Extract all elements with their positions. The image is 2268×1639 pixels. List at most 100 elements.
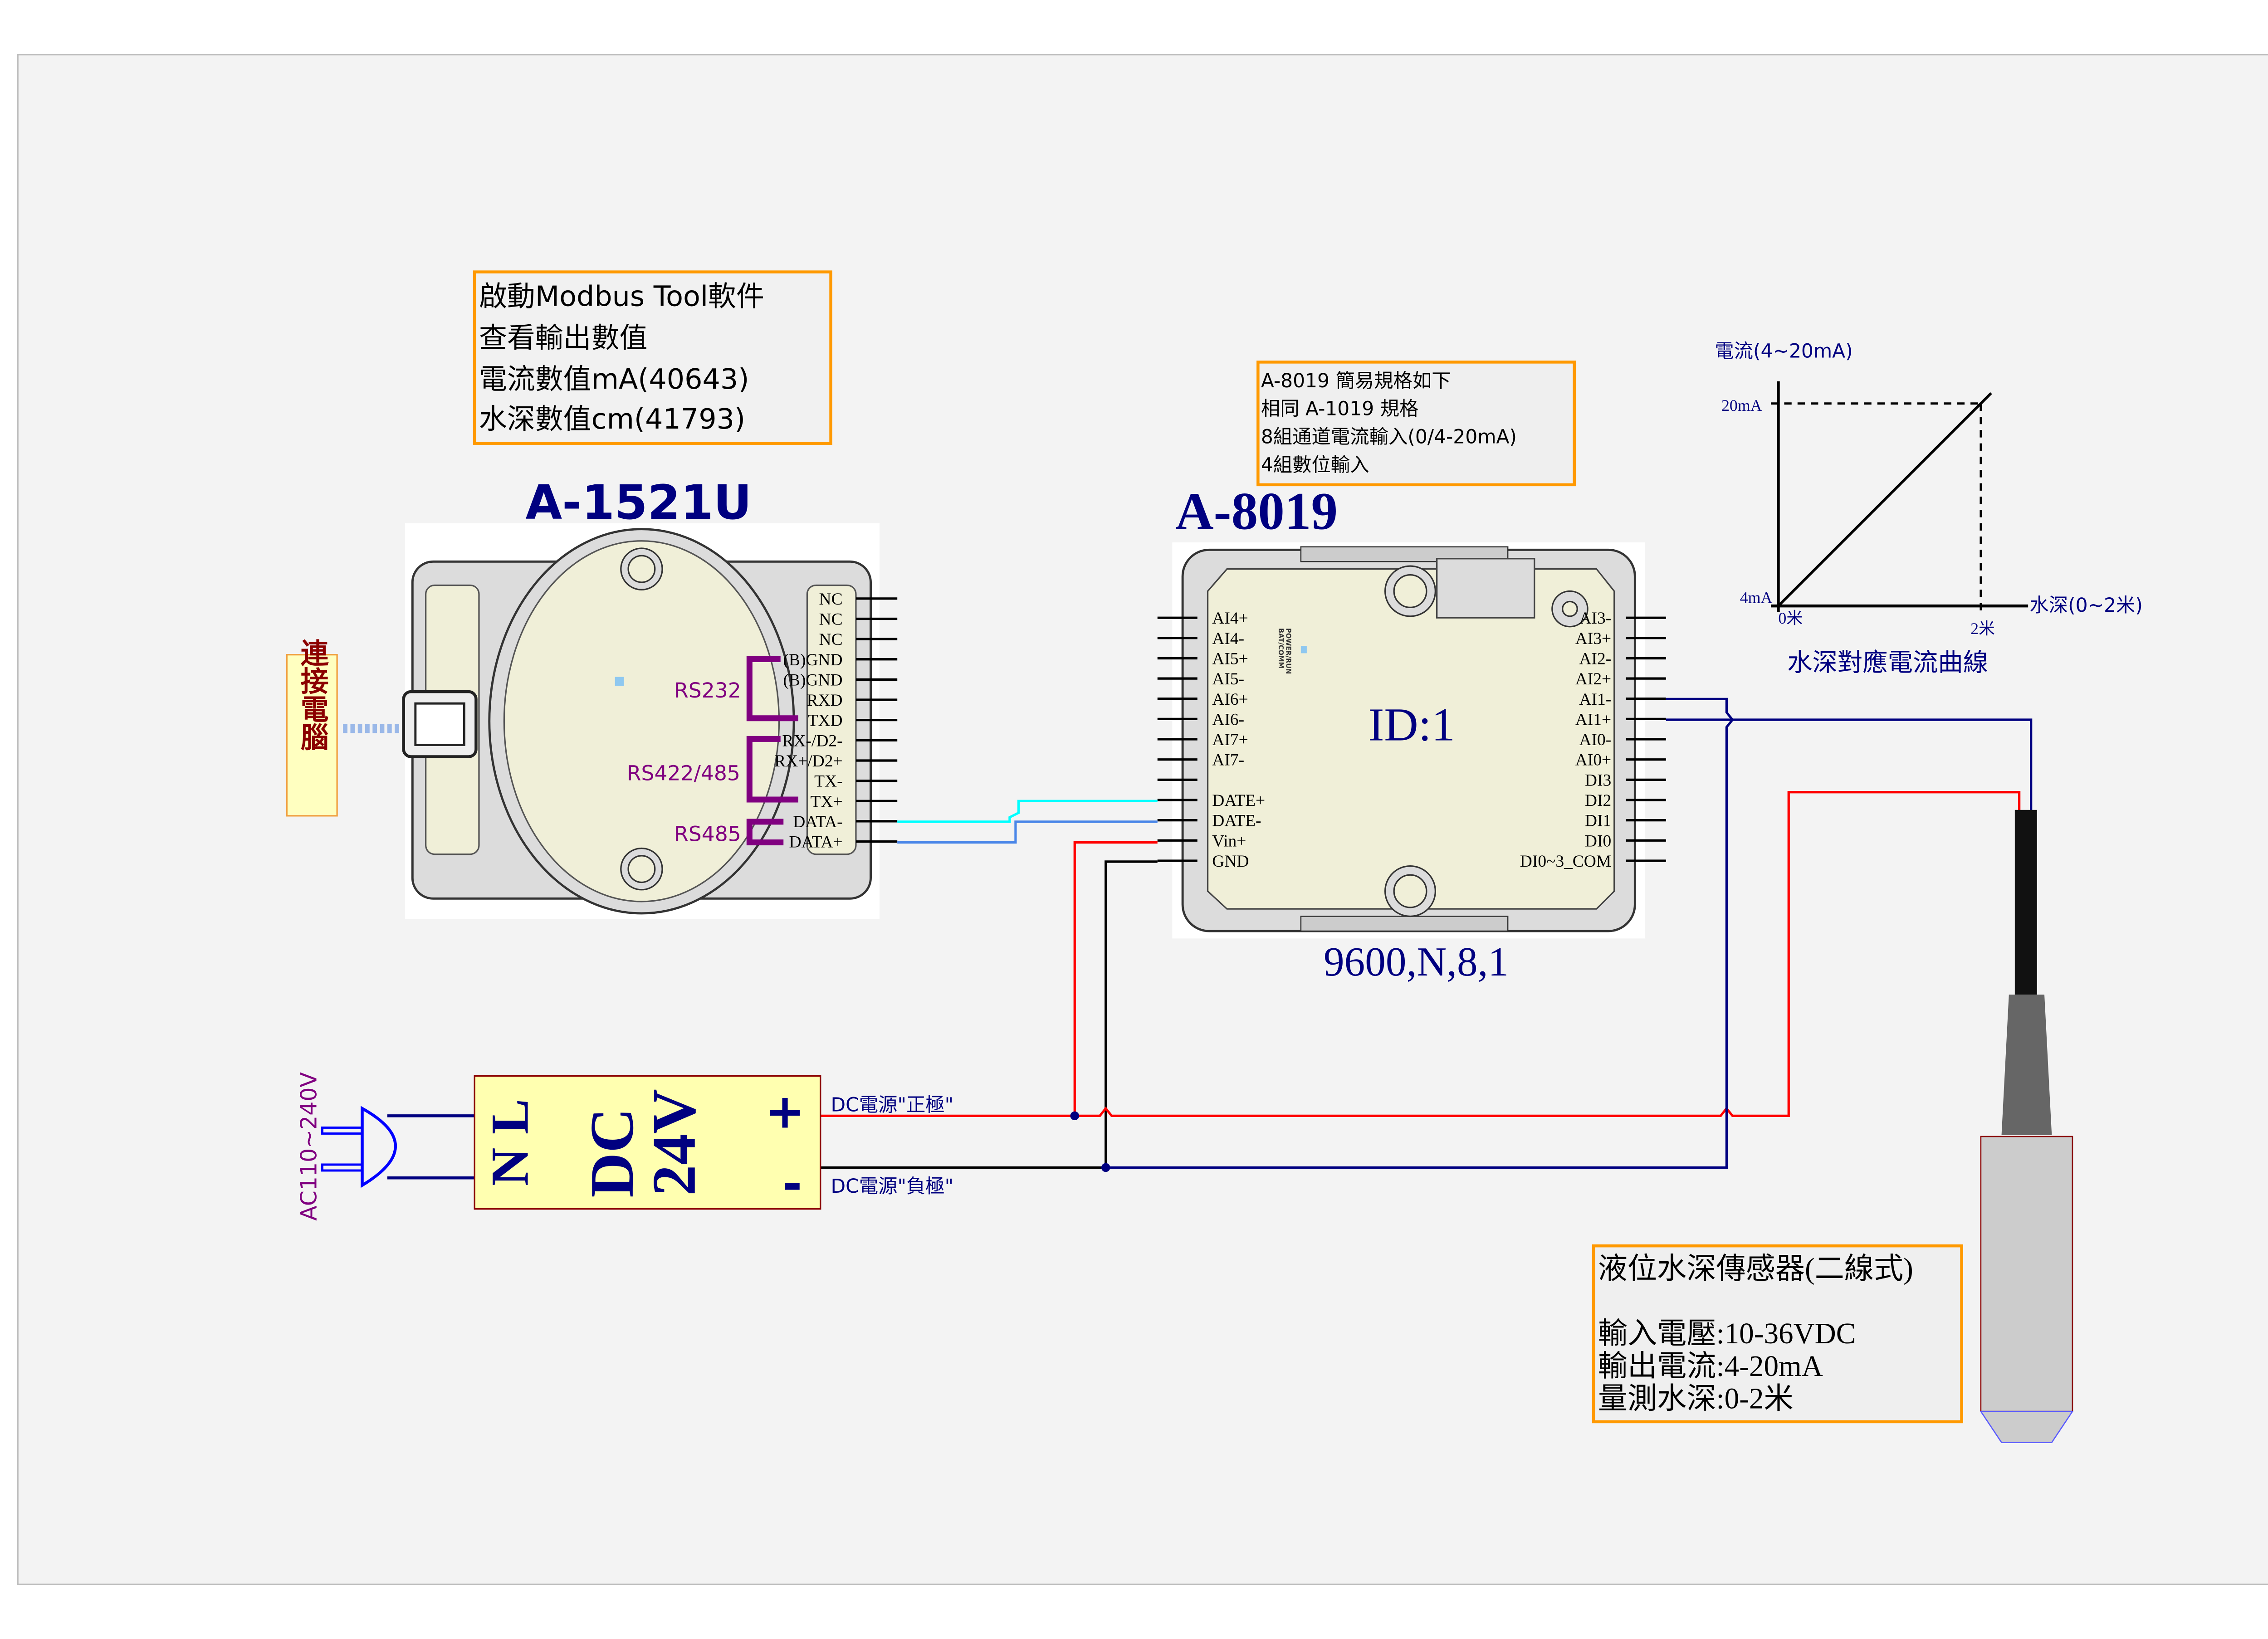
right-pin-label: AI0+ <box>1575 751 1611 770</box>
svg-text:連接電腦: 連接電腦 <box>296 639 329 751</box>
right-pin-label: DI1 <box>1585 812 1611 830</box>
note-line: 電流數值mA(40643) <box>479 363 749 395</box>
pin-label: NC <box>819 590 843 609</box>
junction-dot <box>1101 1163 1110 1172</box>
pin-label: NC <box>819 630 843 649</box>
y-tick-label: 20mA <box>1721 396 1762 415</box>
pc-connection-label: 連接電腦 <box>286 639 338 817</box>
right-pin-label: AI0- <box>1579 731 1611 749</box>
interface-brackets <box>746 656 798 846</box>
x-tick-label: 2米 <box>1970 620 1995 638</box>
power-supply: AC110~240V N L DC 24V + - DC電源"正極" DC電源"… <box>296 1072 953 1221</box>
pin-label: TX+ <box>811 792 843 811</box>
pin-label: DATA+ <box>789 833 843 852</box>
svg-text:4組數位輸入: 4組數位輸入 <box>1261 454 1369 476</box>
right-pin-label: AI1+ <box>1575 710 1611 729</box>
left-pin-label: DATE+ <box>1212 791 1265 810</box>
series-line <box>1777 392 1992 607</box>
note-line: 查看輸出數值 <box>479 322 647 354</box>
pin-label: RX-/D2- <box>782 732 842 750</box>
level-sensor <box>1980 810 2074 1443</box>
rs485-label: RS485 <box>674 822 741 846</box>
right-pin-label: DI2 <box>1585 791 1611 810</box>
left-pin-label: AI4+ <box>1212 609 1248 628</box>
svg-text:輸入電壓:10-36VDC: 輸入電壓:10-36VDC <box>1598 1317 1856 1350</box>
right-pin-label: AI2+ <box>1575 670 1611 688</box>
dc-label: DC <box>577 1108 646 1198</box>
y-axis-label: 電流(4~20mA) <box>1715 340 1853 362</box>
x-tick-label: 0米 <box>1778 609 1803 627</box>
a8019-spec-note: A-8019 簡易規格如下 相同 A-1019 規格 8組通道電流輸入(0/4-… <box>1256 361 1576 487</box>
junction-dot <box>1070 1111 1080 1121</box>
right-pin-label: AI2- <box>1579 650 1611 668</box>
pin-label: TXD <box>808 712 843 730</box>
svg-text:液位水深傳感器(二線式): 液位水深傳感器(二線式) <box>1598 1253 1913 1285</box>
rs232-label: RS232 <box>674 678 741 702</box>
wire-data-minus <box>897 800 1158 823</box>
modbus-note: 啟動Modbus Tool軟件 查看輸出數值 電流數值mA(40643) 水深數… <box>473 270 832 445</box>
y-tick-label: 4mA <box>1740 589 1773 607</box>
right-pin-label: DI3 <box>1585 771 1611 790</box>
left-pin-label: AI5- <box>1212 670 1244 688</box>
right-pin-label: AI3- <box>1579 609 1611 628</box>
left-pin-label: AI7+ <box>1212 731 1248 749</box>
a8019-title: A-8019 <box>1175 482 1338 541</box>
a8019-device: POWER/RUN BAT/COMM AI4+AI3-AI4-AI3+AI5+A… <box>1157 542 1666 939</box>
right-pin-label: DI0 <box>1585 832 1611 850</box>
svg-text:8組通道電流輸入(0/4-20mA): 8組通道電流輸入(0/4-20mA) <box>1261 426 1517 448</box>
pin-label: NC <box>819 610 843 629</box>
comm-settings-label: 9600,N,8,1 <box>1324 939 1509 985</box>
nl-label: N L <box>480 1099 539 1186</box>
ac-voltage-label: AC110~240V <box>296 1072 322 1221</box>
pin-label: DATA- <box>793 813 842 831</box>
a1521u-device: NCNCNC(B)GND(B)GNDRXDTXDRX-/D2-RX+/D2+TX… <box>402 523 898 919</box>
pin-label: RXD <box>807 691 843 710</box>
voltage-label: 24V <box>640 1089 709 1196</box>
x-axis-label: 水深(0~2米) <box>2029 594 2143 616</box>
led-label: BAT/COMM <box>1277 628 1285 668</box>
left-pin-label: AI7- <box>1212 751 1244 770</box>
screw-icon <box>627 855 656 883</box>
chart-title: 水深對應電流曲線 <box>1787 648 1988 677</box>
left-pin-label: AI4- <box>1212 629 1244 648</box>
dc-negative-label: DC電源"負極" <box>831 1175 954 1197</box>
led-icon <box>1300 646 1307 654</box>
svg-text:量測水深:0-2米: 量測水深:0-2米 <box>1598 1383 1794 1415</box>
wire-gnd <box>1105 860 1158 1168</box>
sensor-note: 液位水深傳感器(二線式) 輸入電壓:10-36VDC 輸出電流:4-20mA 量… <box>1592 1244 1963 1424</box>
screw-icon <box>1393 874 1427 908</box>
pin-label: TX- <box>814 772 842 791</box>
pin-label: (B)GND <box>783 671 842 689</box>
left-pin-label: Vin+ <box>1212 832 1246 850</box>
left-pin-label: AI6+ <box>1212 690 1248 709</box>
pin-label: RX+/D2+ <box>774 752 843 771</box>
depth-current-chart: 電流(4~20mA) 20mA 4mA 0米 2米 水深(0~2米) 水深對應電… <box>1715 340 2143 678</box>
wire-sensor-signal <box>1666 718 2033 813</box>
device-id-label: ID:1 <box>1369 698 1455 751</box>
pin-label: (B)GND <box>783 651 842 669</box>
a1521u-title: A-1521U <box>525 475 752 530</box>
led-icon <box>615 677 624 686</box>
left-pin-label: AI6- <box>1212 710 1244 729</box>
left-pin-label: DATE- <box>1212 812 1261 830</box>
positive-terminal-label: + <box>765 1083 805 1139</box>
led-label: POWER/RUN <box>1284 628 1292 674</box>
right-pin-label: DI0~3_COM <box>1520 852 1611 871</box>
left-pin-label: GND <box>1212 852 1249 871</box>
wires <box>820 698 2033 1172</box>
right-pin-label: AI3+ <box>1575 629 1611 648</box>
screw-icon <box>1393 574 1427 608</box>
svg-text:相同 A-1019 規格: 相同 A-1019 規格 <box>1261 398 1419 420</box>
negative-terminal-label: - <box>782 1156 802 1211</box>
note-line: 啟動Modbus Tool軟件 <box>479 280 764 313</box>
dc-positive-label: DC電源"正極" <box>831 1094 954 1116</box>
svg-text:A-8019 簡易規格如下: A-8019 簡易規格如下 <box>1261 370 1451 392</box>
ac-plug-icon <box>321 1106 475 1188</box>
wire-data-plus <box>897 820 1158 844</box>
svg-text:輸出電流:4-20mA: 輸出電流:4-20mA <box>1598 1350 1823 1383</box>
note-line: 水深數值cm(41793) <box>479 403 745 435</box>
right-pin-label: AI1- <box>1579 690 1611 709</box>
wire-vin <box>1073 841 1158 1116</box>
screw-icon <box>627 555 656 583</box>
